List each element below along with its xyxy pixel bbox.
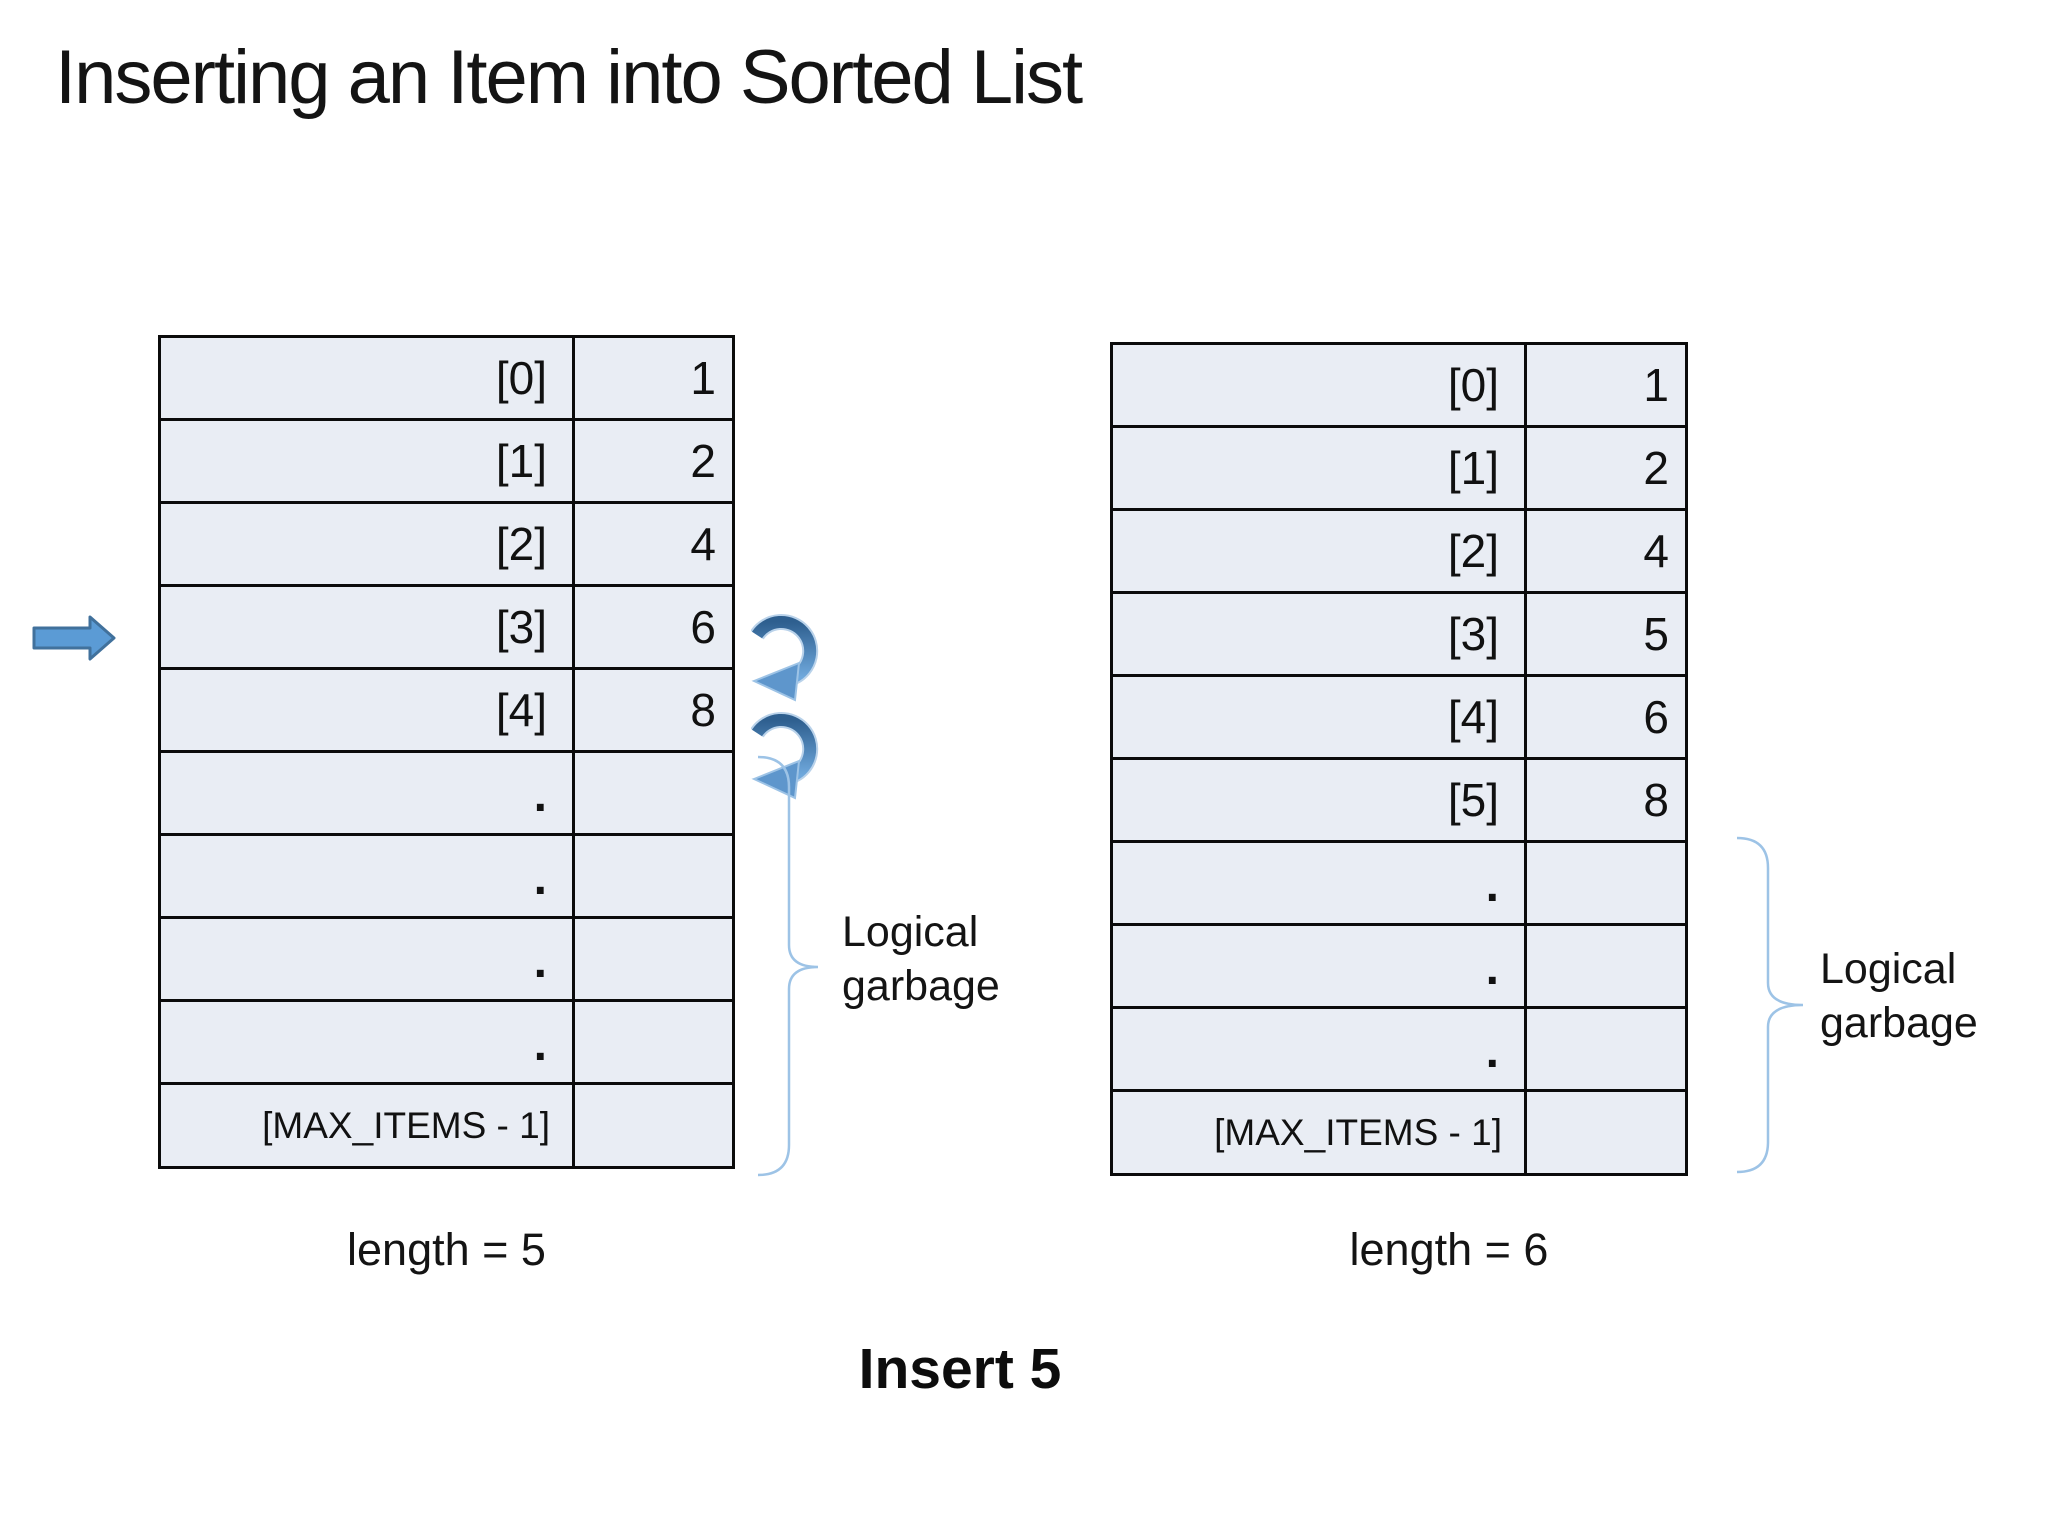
index-cell: [1] bbox=[1113, 428, 1527, 508]
index-cell: . bbox=[1113, 926, 1527, 1006]
shift-down-arrow-icon bbox=[751, 614, 819, 702]
value-cell bbox=[575, 1085, 732, 1166]
length-caption-before: length = 5 bbox=[347, 1224, 546, 1275]
index-cell: . bbox=[1113, 843, 1527, 923]
index-cell: [MAX_ITEMS - 1] bbox=[1113, 1092, 1527, 1173]
table-row: [4] 6 bbox=[1113, 677, 1685, 760]
value-cell: 4 bbox=[1643, 525, 1669, 577]
value-cell: 1 bbox=[1643, 359, 1669, 411]
insert-caption: Insert 5 bbox=[858, 1337, 1062, 1401]
index-cell: . bbox=[161, 753, 575, 833]
index-cell: [3] bbox=[1113, 594, 1527, 674]
index-cell: [5] bbox=[1113, 760, 1527, 840]
table-row: . bbox=[161, 1002, 732, 1085]
value-cell: 1 bbox=[690, 352, 716, 404]
index-cell: [2] bbox=[161, 504, 575, 584]
table-row: [5] 8 bbox=[1113, 760, 1685, 843]
page-title: Inserting an Item into Sorted List bbox=[55, 35, 1083, 120]
table-row: . bbox=[1113, 843, 1685, 926]
logical-garbage-label: Logical garbage bbox=[1820, 945, 1978, 1047]
table-row: . bbox=[161, 836, 732, 919]
logical-garbage-label: Logical garbage bbox=[842, 908, 1000, 1010]
value-cell: 6 bbox=[1643, 691, 1669, 743]
index-cell: [4] bbox=[1113, 677, 1527, 757]
table-row: [2] 4 bbox=[161, 504, 732, 587]
value-cell bbox=[575, 919, 732, 999]
insert-position-arrow-icon bbox=[32, 615, 116, 661]
value-cell bbox=[1527, 843, 1685, 923]
index-cell: [0] bbox=[161, 338, 575, 418]
index-cell: [MAX_ITEMS - 1] bbox=[161, 1085, 575, 1166]
table-row: [3] 5 bbox=[1113, 594, 1685, 677]
index-cell: [2] bbox=[1113, 511, 1527, 591]
value-cell: 2 bbox=[690, 435, 716, 487]
index-cell: [3] bbox=[161, 587, 575, 667]
garbage-brace bbox=[757, 755, 819, 1177]
value-cell: 5 bbox=[1643, 608, 1669, 660]
index-cell: . bbox=[161, 1002, 575, 1082]
table-row: [1] 2 bbox=[1113, 428, 1685, 511]
table-row: [MAX_ITEMS - 1] bbox=[161, 1085, 732, 1166]
table-row: . bbox=[1113, 926, 1685, 1009]
garbage-brace bbox=[1736, 836, 1804, 1174]
table-row: . bbox=[1113, 1009, 1685, 1092]
value-cell: 8 bbox=[1643, 774, 1669, 826]
table-row: [0] 1 bbox=[1113, 345, 1685, 428]
index-cell: [0] bbox=[1113, 345, 1527, 425]
table-row: [3] 6 bbox=[161, 587, 732, 670]
index-cell: . bbox=[161, 836, 575, 916]
table-row: [0] 1 bbox=[161, 338, 732, 421]
index-cell: . bbox=[1113, 1009, 1527, 1089]
value-cell bbox=[1527, 1009, 1685, 1089]
value-cell: 4 bbox=[690, 518, 716, 570]
table-row: [4] 8 bbox=[161, 670, 732, 753]
value-cell: 6 bbox=[690, 601, 716, 653]
length-caption-after: length = 6 bbox=[1349, 1224, 1549, 1275]
shift-down-arrow-icon bbox=[751, 712, 819, 800]
value-cell bbox=[575, 753, 732, 833]
table-row: [1] 2 bbox=[161, 421, 732, 504]
value-cell bbox=[1527, 926, 1685, 1006]
array-table-before: [0] 1 [1] 2 [2] 4 [3] 6 [4] 8 . . . . [MAX_IT… bbox=[158, 335, 735, 1169]
index-cell: [1] bbox=[161, 421, 575, 501]
table-row: . bbox=[161, 919, 732, 1002]
index-cell: . bbox=[161, 919, 575, 999]
index-cell: [4] bbox=[161, 670, 575, 750]
value-cell: 2 bbox=[1643, 442, 1669, 494]
table-row: [MAX_ITEMS - 1] bbox=[1113, 1092, 1685, 1173]
table-row: . bbox=[161, 753, 732, 836]
value-cell bbox=[575, 1002, 732, 1082]
array-table-after: [0] 1 [1] 2 [2] 4 [3] 5 [4] 6 [5] 8 . . . [MAX… bbox=[1110, 342, 1688, 1176]
value-cell bbox=[575, 836, 732, 916]
table-row: [2] 4 bbox=[1113, 511, 1685, 594]
value-cell bbox=[1527, 1092, 1685, 1173]
value-cell: 8 bbox=[690, 684, 716, 736]
